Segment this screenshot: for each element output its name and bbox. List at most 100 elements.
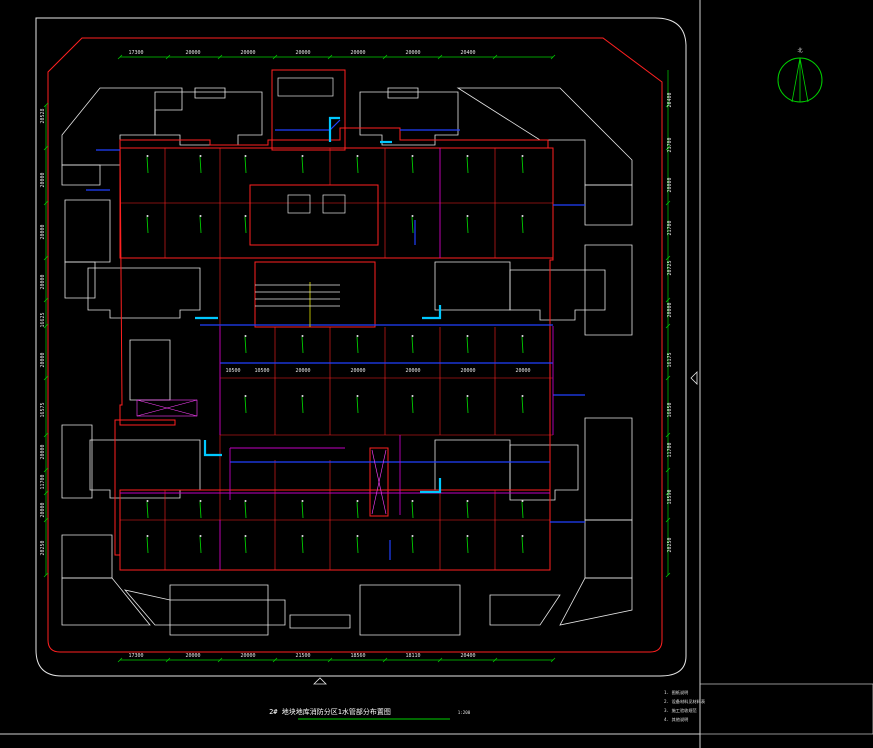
dim-top-6: 20400 bbox=[460, 50, 475, 56]
dim-right-6: 16175 bbox=[667, 352, 673, 367]
dimension-tick bbox=[665, 572, 671, 578]
sprinkler-node bbox=[244, 535, 247, 537]
dimension-tick bbox=[437, 54, 443, 60]
dim-right-0: 20400 bbox=[667, 92, 673, 107]
sprinkler-node bbox=[466, 155, 469, 157]
sprinkler-node bbox=[411, 215, 414, 217]
dim-right-3: 21700 bbox=[667, 220, 673, 235]
dim-right-5: 20000 bbox=[667, 302, 673, 317]
note-0: 1. 图纸说明 bbox=[664, 689, 688, 696]
dimension-tick bbox=[43, 572, 49, 578]
sprinkler-node bbox=[199, 535, 202, 537]
dimension-tick bbox=[665, 517, 671, 523]
dimension-tick bbox=[550, 54, 556, 60]
arrow-right-icon[interactable] bbox=[690, 371, 698, 385]
sprinkler-head bbox=[521, 501, 524, 519]
sprinkler-node bbox=[301, 395, 304, 397]
dimension-tick bbox=[43, 145, 49, 151]
note-1: 2. 设备材料见材料表 bbox=[664, 698, 706, 705]
sprinkler-node bbox=[146, 500, 149, 502]
note-3: 4. 其他说明 bbox=[664, 716, 688, 723]
dimension-tick bbox=[117, 657, 123, 663]
sprinkler-head bbox=[199, 156, 202, 174]
sprinkler-node bbox=[411, 335, 414, 337]
sprinkler-node bbox=[301, 535, 304, 537]
arrow-up-icon[interactable] bbox=[313, 677, 327, 685]
dimension-tick bbox=[665, 200, 671, 206]
drawing-scale: 1:200 bbox=[458, 710, 471, 715]
sprinkler-node bbox=[199, 215, 202, 217]
drawing-title-block: 2# 地块地库消防分区1水管部分布置图 1:200 bbox=[269, 707, 471, 720]
property-line bbox=[47, 37, 663, 653]
dimension-lines bbox=[43, 54, 671, 663]
sprinkler-node bbox=[466, 215, 469, 217]
dimension-text-bottom: 17300 20000 20000 21500 18560 18110 2040… bbox=[128, 653, 475, 659]
dimension-tick bbox=[43, 467, 49, 473]
dim-int-6: 20000 bbox=[515, 368, 530, 374]
north-label: 北 bbox=[797, 47, 802, 54]
sprinkler-head bbox=[301, 336, 304, 354]
dim-right-8: 11700 bbox=[667, 442, 673, 457]
dimension-text-top: 17300 20000 20000 20000 20000 20000 2040… bbox=[128, 50, 475, 56]
dimension-tick bbox=[117, 54, 123, 60]
dimension-tick bbox=[43, 323, 49, 329]
dimension-tick bbox=[165, 657, 171, 663]
dim-int-5: 20000 bbox=[460, 368, 475, 374]
dim-left-6: 16575 bbox=[40, 402, 46, 417]
dimension-tick bbox=[217, 54, 223, 60]
dim-top-5: 20000 bbox=[405, 50, 420, 56]
dim-left-9: 20000 bbox=[40, 502, 46, 517]
dim-left-7: 20000 bbox=[40, 444, 46, 459]
sprinkler-node bbox=[301, 500, 304, 502]
tower-outlines bbox=[87, 87, 606, 636]
sprinkler-head bbox=[356, 501, 359, 519]
dimension-text-left: 20528 20000 20000 20000 16625 20000 1657… bbox=[40, 108, 46, 555]
sprinkler-head bbox=[301, 501, 304, 519]
sprinkler-node bbox=[356, 395, 359, 397]
sprinkler-node bbox=[521, 155, 524, 157]
sprinkler-node bbox=[521, 535, 524, 537]
sprinkler-head bbox=[301, 536, 304, 554]
dimension-tick bbox=[665, 255, 671, 261]
dimension-tick bbox=[665, 323, 671, 329]
dim-right-4: 20725 bbox=[667, 260, 673, 275]
dimension-tick bbox=[665, 467, 671, 473]
dimension-tick bbox=[437, 657, 443, 663]
dim-top-4: 20000 bbox=[350, 50, 365, 56]
sprinkler-head bbox=[356, 156, 359, 174]
dimension-tick bbox=[272, 54, 278, 60]
sprinkler-node bbox=[146, 535, 149, 537]
dim-bottom-4: 18560 bbox=[350, 653, 365, 659]
dim-bottom-3: 21500 bbox=[295, 653, 310, 659]
sprinkler-head bbox=[199, 536, 202, 554]
sprinkler-node bbox=[244, 500, 247, 502]
sprinkler-node bbox=[244, 335, 247, 337]
sprinkler-head bbox=[466, 501, 469, 519]
sprinkler-head bbox=[466, 536, 469, 554]
sprinkler-head bbox=[146, 216, 149, 234]
sprinkler-node bbox=[356, 155, 359, 157]
sprinkler-head bbox=[146, 536, 149, 554]
dimension-tick bbox=[43, 200, 49, 206]
title-block-notes: 1. 图纸说明 2. 设备材料见材料表 3. 施工验收规范 4. 其他说明 bbox=[664, 689, 706, 723]
sprinkler-head bbox=[244, 156, 247, 174]
dim-int-4: 20000 bbox=[405, 368, 420, 374]
sprinkler-node bbox=[466, 335, 469, 337]
dim-right-9: 18590 bbox=[667, 489, 673, 504]
dimension-tick bbox=[43, 297, 49, 303]
sprinkler-node bbox=[521, 335, 524, 337]
dim-int-2: 20000 bbox=[295, 368, 310, 374]
dimension-tick bbox=[165, 54, 171, 60]
sprinkler-head bbox=[521, 156, 524, 174]
dim-right-2: 20000 bbox=[667, 177, 673, 192]
view-arrows[interactable] bbox=[313, 371, 698, 685]
dimension-tick bbox=[43, 255, 49, 261]
sprinkler-node bbox=[146, 215, 149, 217]
sprinkler-head bbox=[146, 156, 149, 174]
dimension-tick bbox=[382, 657, 388, 663]
dim-left-1: 20000 bbox=[40, 172, 46, 187]
interior-dimension-text: 10500 10500 20000 20000 20000 20000 2000… bbox=[225, 368, 530, 374]
sprinkler-head bbox=[199, 216, 202, 234]
dim-top-2: 20000 bbox=[240, 50, 255, 56]
